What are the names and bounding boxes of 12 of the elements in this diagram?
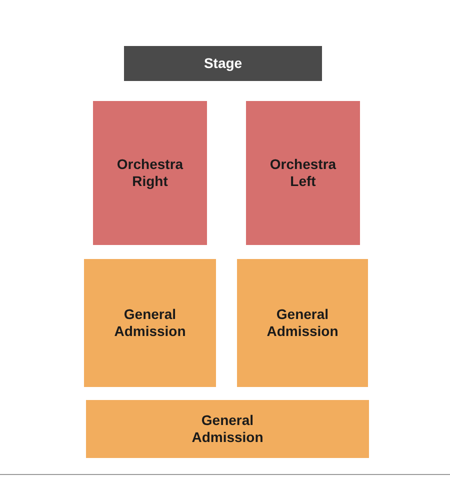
seating-section	[237, 259, 368, 387]
section-label: Orchestra Left	[268, 156, 338, 190]
section-label: Stage	[204, 55, 242, 72]
stage-area	[124, 46, 322, 81]
seating-section	[84, 259, 216, 387]
seating-section	[86, 400, 369, 458]
seating-section	[93, 101, 207, 245]
section-label: Orchestra Right	[116, 156, 184, 190]
section-label: General Admission	[113, 306, 187, 340]
section-label: General Admission	[190, 412, 264, 446]
section-label: General Admission	[266, 306, 340, 340]
seating-section	[246, 101, 360, 245]
